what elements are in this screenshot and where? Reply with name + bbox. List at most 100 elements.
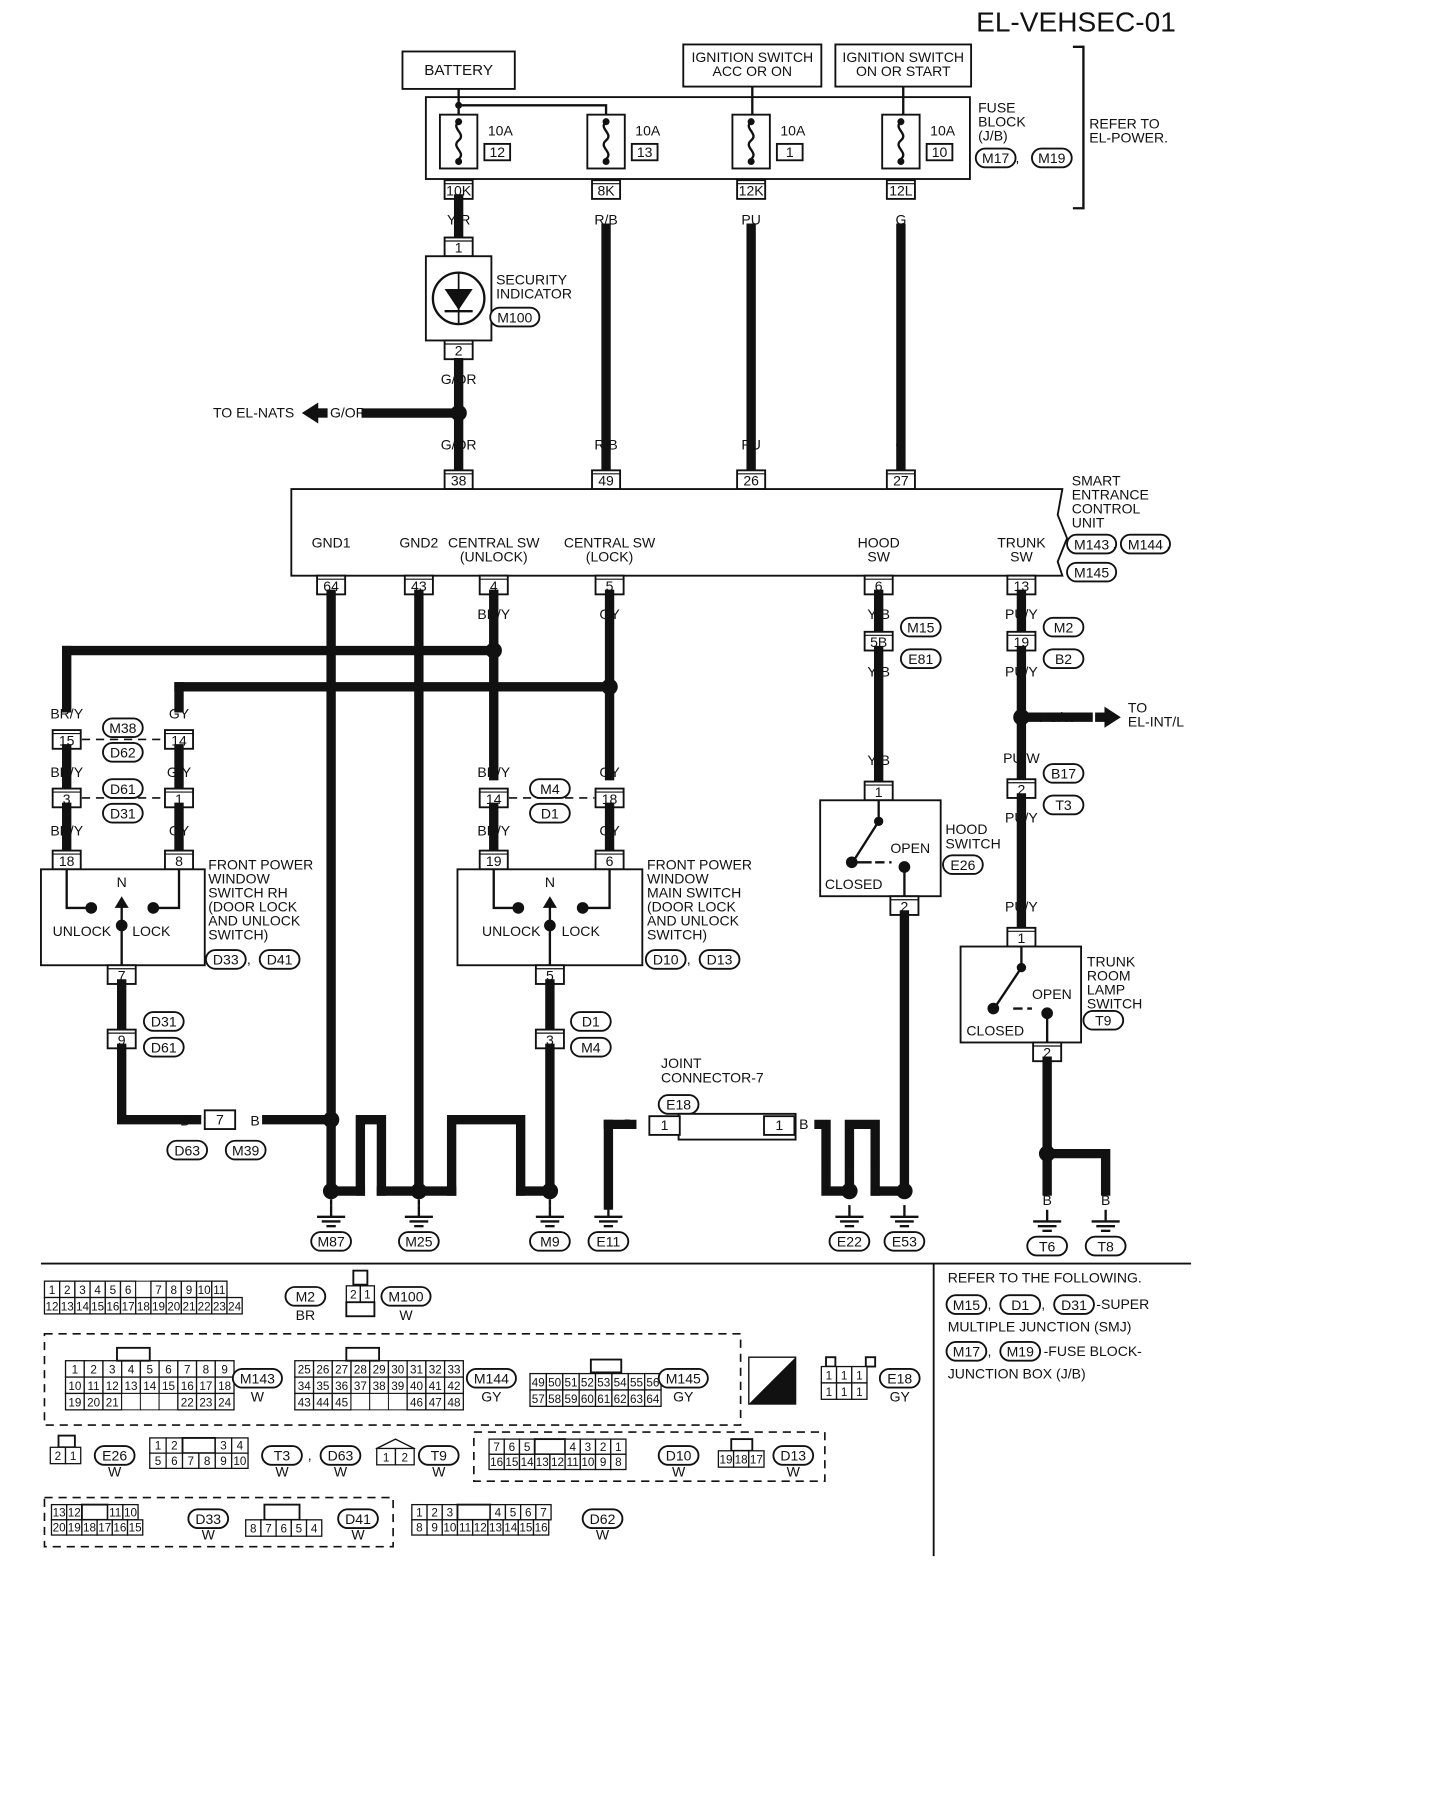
wire-color: B [356,1157,365,1173]
fuse-number: 12 [489,144,505,160]
wire-color: BR/Y [50,705,83,721]
sep: , [247,951,251,967]
junction-dot [85,902,98,914]
m144-num: 33 [447,1364,460,1377]
e18-num: 1 [841,1369,848,1382]
wire-color: R/B [594,212,617,228]
wire-color: BR/Y [477,764,510,780]
d62-num: 9 [431,1522,438,1535]
pin-number: 19 [486,853,502,869]
connector-id [1119,533,1171,555]
m143-num: 18 [218,1380,231,1393]
pin-number: 3 [63,791,71,807]
fuse-amp: 10A [635,123,661,139]
pin-number: 5 [606,578,614,594]
junction-dot [747,118,755,126]
battery-label: BATTERY [424,62,493,79]
m2-num: 16 [106,1300,119,1313]
connector-id-text: D63 [328,1448,354,1464]
m144-num: 32 [429,1364,442,1377]
m145-num: 55 [630,1376,644,1389]
fuse-amp: 10A [488,123,514,139]
switch-arrow [114,896,129,908]
pin-number: 27 [893,473,909,489]
ground-m25 [398,1231,440,1252]
connector-color: W [108,1464,122,1480]
arrow-right-icon [1104,706,1121,728]
junction-dot [987,1002,1000,1015]
d10-num: 9 [600,1456,607,1469]
e18-tab [825,1356,837,1368]
d10-num: 3 [585,1441,592,1454]
d41-num: 5 [296,1523,303,1536]
thin-wire [153,869,181,910]
connector-id-text: M39 [232,1142,259,1158]
m145-num: 53 [597,1376,610,1389]
m2-num: 9 [186,1284,193,1297]
arrow-shaft [1095,712,1107,722]
wire-color: B [326,1157,335,1173]
connector-id [102,778,144,799]
wire-color: PU/W [1039,709,1076,725]
d10-num: 5 [524,1441,531,1454]
pin-number: 1 [661,1117,669,1133]
connector-id [417,1445,460,1466]
connector-color: W [432,1464,446,1480]
wire-color: B [799,1116,808,1132]
m145-num: 60 [581,1393,595,1406]
pin-number: 2 [1043,1045,1051,1061]
m144-num: 44 [316,1396,330,1409]
fuse-element [602,120,610,161]
ground-m9 [529,1231,571,1252]
connector-id-text: T8 [1097,1238,1114,1254]
m143-num: 14 [143,1380,157,1393]
m145-num: 64 [646,1393,660,1406]
m2-num: 24 [228,1300,242,1313]
m145-tab [589,1358,623,1374]
m143-num: 2 [90,1364,97,1377]
m2-num: 22 [198,1300,211,1313]
m145-num: 58 [548,1393,561,1406]
d33-num: 15 [129,1522,143,1535]
t9-cell [394,1447,415,1466]
fuse-terminal [885,179,916,200]
connector-id [942,854,984,875]
m143-tab [116,1346,151,1362]
junction-dot [602,118,610,126]
m144-blank [387,1393,408,1411]
m143-num: 10 [68,1380,82,1393]
fuse-block [424,96,971,180]
junction-dot [845,856,858,869]
m143-num: 22 [181,1396,194,1409]
m2-num: 2 [64,1284,71,1297]
ignition-acc-box [682,43,823,88]
pin-number: 1 [175,791,183,807]
wire-color: B [377,1157,386,1173]
pin-number: 2 [901,898,909,914]
d33-num: 19 [68,1522,81,1535]
d62-num: 16 [535,1522,548,1535]
wire-color: B [1101,1192,1110,1208]
fuse-terminal [591,179,622,200]
connector-id-text: D62 [590,1511,616,1527]
m2-cell [226,1296,243,1315]
connector-id [231,1367,283,1389]
sep: , [687,951,691,967]
thin-wire [65,869,92,910]
d13-num: 17 [750,1454,763,1467]
d62-num: 3 [447,1506,454,1519]
fuse-number-box [925,142,954,162]
connector-color: W [275,1464,289,1480]
connector-id [1042,794,1085,816]
connector-id-text: E11 [596,1234,620,1250]
connector-id-text: M15 [907,619,934,635]
m144-num: 27 [335,1364,348,1377]
legend-refer: MULTIPLE JUNCTION (SMJ) [948,1318,1132,1334]
connector-id [899,616,942,638]
m144-num: 43 [298,1396,311,1409]
legend-refer: -FUSE BLOCK- [1044,1343,1143,1359]
secu-box [290,488,1069,577]
